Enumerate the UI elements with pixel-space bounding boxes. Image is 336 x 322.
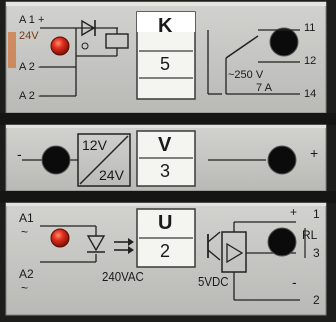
- transistor-symbol: [207, 231, 221, 261]
- relay-voltage-rating: ~250 V: [228, 69, 264, 81]
- converter-card-letter: V: [158, 134, 172, 156]
- terminal-11-label: 11: [304, 22, 316, 34]
- rl-label: RL: [302, 228, 318, 242]
- relay-card-header: [137, 12, 195, 32]
- relay-module: [5, 1, 327, 114]
- converter-right-hole: [267, 145, 297, 175]
- led-diode-symbol: [86, 235, 106, 253]
- converter-module-top-edge: [6, 125, 326, 128]
- amplifier-symbol: [221, 221, 300, 301]
- terminal-a1-label-opto: A1: [19, 211, 34, 225]
- optocoupler-arrows-symbol: [114, 238, 134, 254]
- terminal-a1-label: A 1 +: [19, 14, 45, 26]
- module-gap-1: [0, 113, 336, 125]
- module-gap-2: [0, 191, 336, 203]
- converter-module: [5, 124, 327, 192]
- optocoupler-card-letter: U: [158, 212, 173, 234]
- relay-led-ring: [81, 42, 89, 50]
- terminal-a2-label-opto: A2: [19, 267, 34, 281]
- relay-card-letter: K: [158, 15, 173, 37]
- terminal-14-label: 14: [304, 88, 317, 100]
- ac-symbol-top: ~: [21, 225, 29, 239]
- optocoupler-module: [5, 202, 327, 316]
- terminal-a2-second-label: A 2 -: [19, 90, 42, 102]
- optocoupler-module-top-edge: [6, 203, 326, 206]
- converter-input-voltage: 12V: [82, 137, 107, 153]
- converter-minus-label: -: [17, 146, 22, 162]
- terminal-plus-label: +: [290, 205, 298, 219]
- converter-left-hole: [41, 145, 71, 175]
- optocoupler-red-led: [50, 228, 70, 248]
- terminal-3-label: 3: [313, 246, 320, 260]
- output-rating-label: 5VDC: [198, 274, 229, 289]
- converter-card-number: 3: [160, 161, 171, 181]
- optocoupler-card-number: 2: [160, 241, 171, 261]
- relay-card-number: 5: [160, 54, 171, 74]
- terminal-1-label: 1: [313, 207, 320, 221]
- contact-switch-symbol: [207, 29, 300, 95]
- relay-module-top-edge: [6, 2, 326, 6]
- terminal-minus-label: -: [292, 274, 297, 290]
- diode-symbol: [81, 19, 96, 37]
- relay-terminal-hole: [269, 27, 299, 57]
- input-rating-label: 240VAC: [102, 269, 144, 284]
- terminal-12-label: 12: [304, 55, 317, 67]
- ac-symbol-bottom: ~: [21, 281, 29, 295]
- relay-coil-symbol: [76, 28, 129, 57]
- terminal-a2-label: A 2 -: [19, 61, 42, 73]
- dc-dc-converter-symbol: [77, 133, 131, 187]
- terminal-2-label: 2: [313, 293, 320, 307]
- converter-plus-label: +: [310, 145, 319, 161]
- relay-orange-tab: [8, 32, 16, 68]
- relay-red-led: [50, 36, 70, 56]
- coil-voltage-label: 24V: [19, 30, 39, 42]
- optocoupler-terminal-hole: [267, 227, 297, 257]
- relay-current-rating: 7 A: [256, 82, 272, 94]
- converter-output-voltage: 24V: [99, 167, 124, 183]
